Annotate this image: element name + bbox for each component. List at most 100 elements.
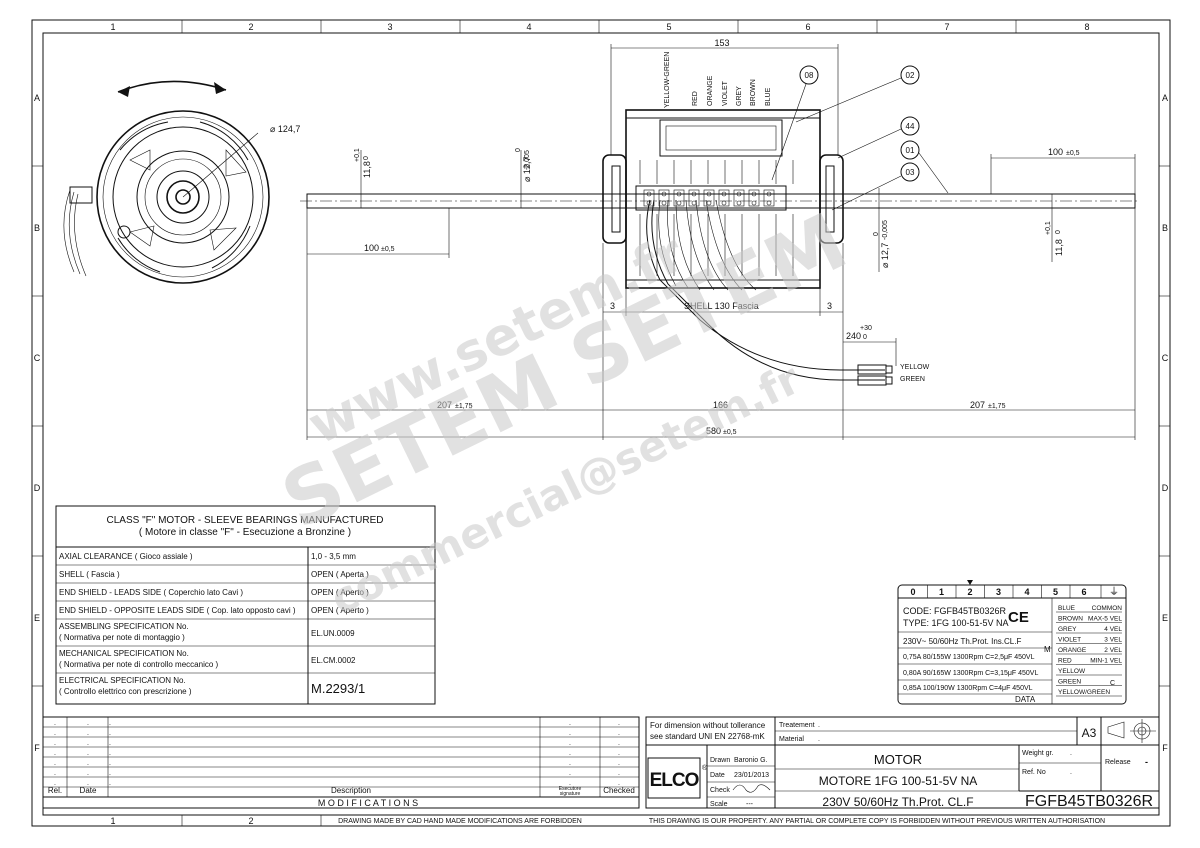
mod-cell: . (109, 760, 111, 767)
tb-drawing-code: FGFB45TB0326R (1025, 793, 1153, 810)
front-diameter-label: ⌀ 124,7 (270, 124, 300, 134)
spec-row-value: 1,0 - 3,5 mm (311, 552, 356, 561)
mod-cell: . (618, 750, 620, 757)
dim-shaft-height-right-tol-top: +0,1 (1045, 221, 1052, 235)
tb-weight-label: Weight gr. (1022, 750, 1053, 757)
check-signature (732, 784, 771, 793)
row-label-right: E (1162, 613, 1168, 623)
wiring-color: VIOLET (1058, 637, 1081, 644)
tb-weight-value: . (1070, 750, 1072, 757)
mod-cell: . (569, 770, 571, 777)
nameplate-type: TYPE: 1FG 100-51-5V NA (903, 618, 1009, 628)
nameplate-rating-2: 0,80A 90/165W 1300Rpm C=3,15μF 450VL (903, 670, 1038, 677)
spec-row-value: EL.CM.0002 (311, 656, 356, 665)
dim-shell-label: SHELL 130 Fascia (684, 301, 759, 311)
row-label-right: F (1162, 743, 1168, 753)
dim-shaft-height-right-tol-bottom: 0 (1055, 230, 1062, 234)
col-label: 7 (944, 22, 949, 32)
spec-table-rows: AXIAL CLEARANCE ( Gioco assiale )1,0 - 3… (56, 552, 435, 705)
col-label: 1 (110, 22, 115, 32)
tb-drawn-label: Drawn (710, 757, 730, 764)
dim-right-span: 207 (970, 400, 985, 410)
motor-side-view: YELLOW GREEN (300, 109, 1140, 386)
tb-title: MOTOR (874, 752, 922, 767)
nameplate-capacitor-label: C (1110, 680, 1115, 687)
wiring-color: BLUE (1058, 605, 1076, 612)
drawing-frame (31, 19, 1171, 827)
row-label-left: C (34, 353, 41, 363)
column-ticks-top (181, 20, 1017, 826)
tb-ref-value: . (1070, 769, 1072, 776)
lead-yellow-label: YELLOW (900, 364, 930, 371)
projection-icon (1107, 719, 1156, 743)
wire-label: BLUE (765, 87, 772, 106)
part-callouts: 08 02 44 01 03 (771, 65, 949, 211)
wiring-color: YELLOW (1058, 668, 1086, 675)
scale-number: 3 (996, 587, 1001, 597)
dim-shaft-height-left-tol-top: +0,1 (354, 148, 361, 162)
spec-row-value: M.2293/1 (311, 681, 365, 696)
mod-cell: . (109, 720, 111, 727)
dim-shaft-diam-left: ⌀ 12,7 (522, 157, 532, 182)
wiring-function: COMMON (1092, 605, 1123, 612)
wiring-function: 2 VEL (1104, 647, 1122, 654)
row-label-right: A (1162, 93, 1168, 103)
mod-cell: . (54, 730, 56, 737)
dim-shaft-height-left: 11,8 (362, 161, 372, 178)
scale-number: 5 (1053, 587, 1058, 597)
mod-cell: . (87, 740, 89, 747)
scale-number: 0 (910, 587, 915, 597)
col-label: 4 (526, 22, 531, 32)
mod-cell: . (109, 770, 111, 777)
col-label: 5 (666, 22, 671, 32)
dim-total-span: 580 (706, 426, 721, 436)
spec-row-label: END SHIELD - OPPOSITE LEADS SIDE ( Cop. … (59, 606, 296, 615)
nameplate-ground-icon: ⏚ (1109, 586, 1119, 598)
lead-green-label: GREEN (900, 376, 925, 383)
mod-cell: . (54, 760, 56, 767)
wiring-color: GREY (1058, 626, 1077, 633)
spec-row-label: END SHIELD - LEADS SIDE ( Coperchio lato… (59, 588, 243, 597)
mod-header-checked: Checked (603, 786, 635, 795)
nameplate-rating-1: 0,75A 80/155W 1300Rpm C=2,5μF 450VL (903, 654, 1035, 661)
footer-cad-note: DRAWING MADE BY CAD HAND MADE MODIFICATI… (338, 818, 582, 825)
row-ticks (32, 165, 1170, 687)
wire-label: YELLOW-GREEN (664, 52, 671, 108)
footer-notes: DRAWING MADE BY CAD HAND MADE MODIFICATI… (43, 814, 1159, 825)
elco-logo-text: ELCO (650, 770, 699, 791)
nameplate-data-label: DATA (1015, 695, 1036, 704)
scale-number: 6 (1081, 587, 1086, 597)
mod-header-rel: Rel. (48, 786, 62, 795)
tb-tolerance-note-2: see standard UNI EN 22768-mK (650, 732, 765, 741)
wiring-function: MIN-1 VEL (1090, 658, 1122, 665)
dim-lead-len-tol-top: +30 (860, 325, 872, 332)
tb-material-label: Material (779, 736, 804, 743)
wire-label: GREY (736, 86, 743, 106)
tb-date-value: 23/01/2013 (734, 772, 769, 779)
mod-cell: . (87, 780, 89, 787)
tb-sheet-size: A3 (1082, 726, 1097, 740)
dim-shaft-diam-left-tol-bottom: -0,005 (524, 150, 531, 170)
dim-right-span-tol: ±1,75 (988, 403, 1006, 410)
column-labels-top: 1 2 3 4 5 6 7 8 (110, 22, 1089, 32)
mod-cell: . (618, 740, 620, 747)
modifications-grid: ................................... (43, 717, 639, 798)
nameplate-rating-3: 0,85A 100/190W 1300Rpm C=4μF 450VL (903, 685, 1033, 692)
row-label-left: F (34, 743, 40, 753)
dim-left-span-tol: ±1,75 (455, 403, 473, 410)
dim-lead-len-tol-bottom: 0 (863, 334, 867, 341)
scale-number: 1 (939, 587, 944, 597)
row-label-right: B (1162, 223, 1168, 233)
mod-cell: . (87, 760, 89, 767)
wire-label: ORANGE (707, 75, 714, 106)
tb-scale-value: --- (746, 801, 754, 808)
wiring-color: GREEN (1058, 679, 1081, 686)
mod-cell: . (618, 780, 620, 787)
mod-header-executor: Esecutore (559, 786, 582, 792)
spec-row-label: MECHANICAL SPECIFICATION No. (59, 649, 189, 658)
tb-subtitle: MOTORE 1FG 100-51-5V NA (819, 774, 978, 788)
